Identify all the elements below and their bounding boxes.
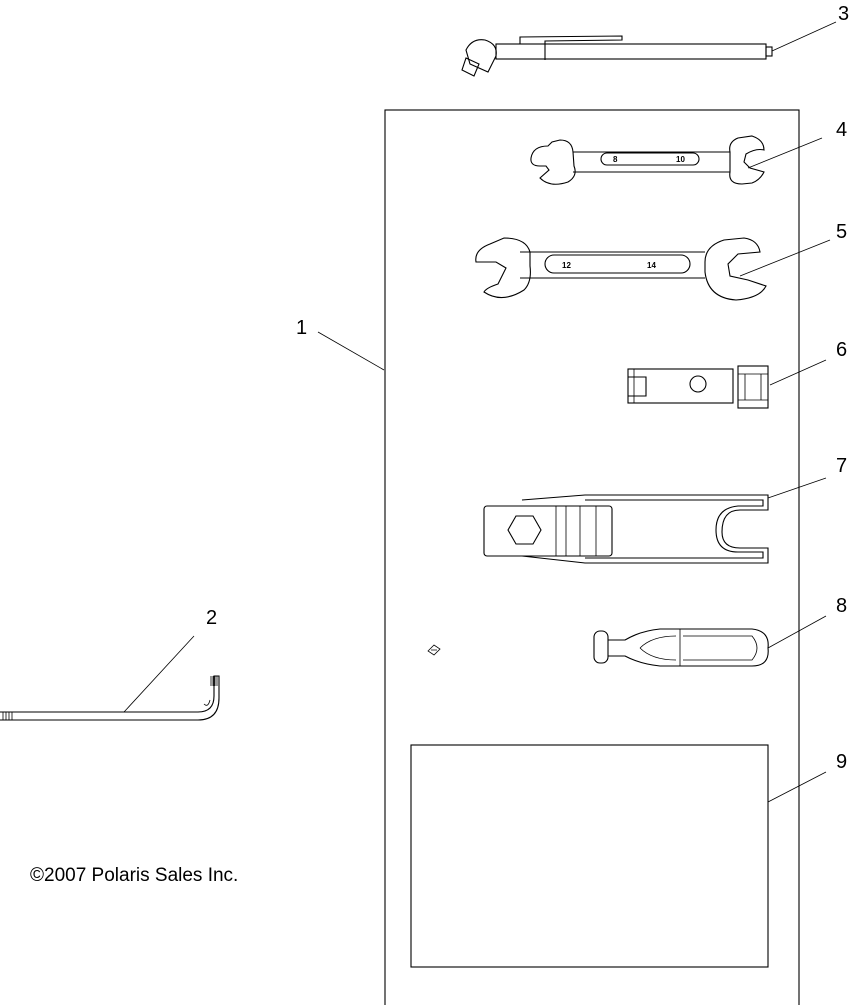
callout-5: 5 [836,221,847,243]
leader-line-1 [317,331,385,371]
leader-line-4 [747,137,823,169]
callout-8: 8 [836,595,847,617]
wrench-large: 12 14 [475,237,767,301]
leader-line-7 [767,477,827,499]
callout-6: 6 [836,339,847,361]
callout-7: 7 [836,455,847,477]
manual-booklet [410,744,769,968]
leader-line-6 [769,359,827,386]
callout-1: 1 [296,317,307,339]
pressure-gauge [461,35,773,77]
spanner-tool [483,494,769,564]
leader-line-5 [739,239,831,277]
callout-9: 9 [836,751,847,773]
leader-line-3 [771,21,837,52]
leader-line-8 [767,615,827,649]
callout-4: 4 [836,119,847,141]
leader-line-2 [123,635,195,713]
wrench-small: 8 10 [530,135,765,185]
tool-kit-panel [384,109,800,1005]
wrench-small-mark-right: 10 [676,155,685,164]
callout-2: 2 [206,607,217,629]
spark-plug-socket [627,365,769,409]
screwdriver [593,628,769,667]
hex-key [0,675,220,721]
wrench-large-mark-left: 12 [562,261,571,270]
callout-3: 3 [838,3,849,25]
copyright-text: ©2007 Polaris Sales Inc. [30,865,238,886]
wrench-large-mark-right: 14 [647,261,656,270]
fastener-icon [427,644,441,656]
leader-line-9 [767,771,827,803]
wrench-small-mark-left: 8 [613,155,618,164]
